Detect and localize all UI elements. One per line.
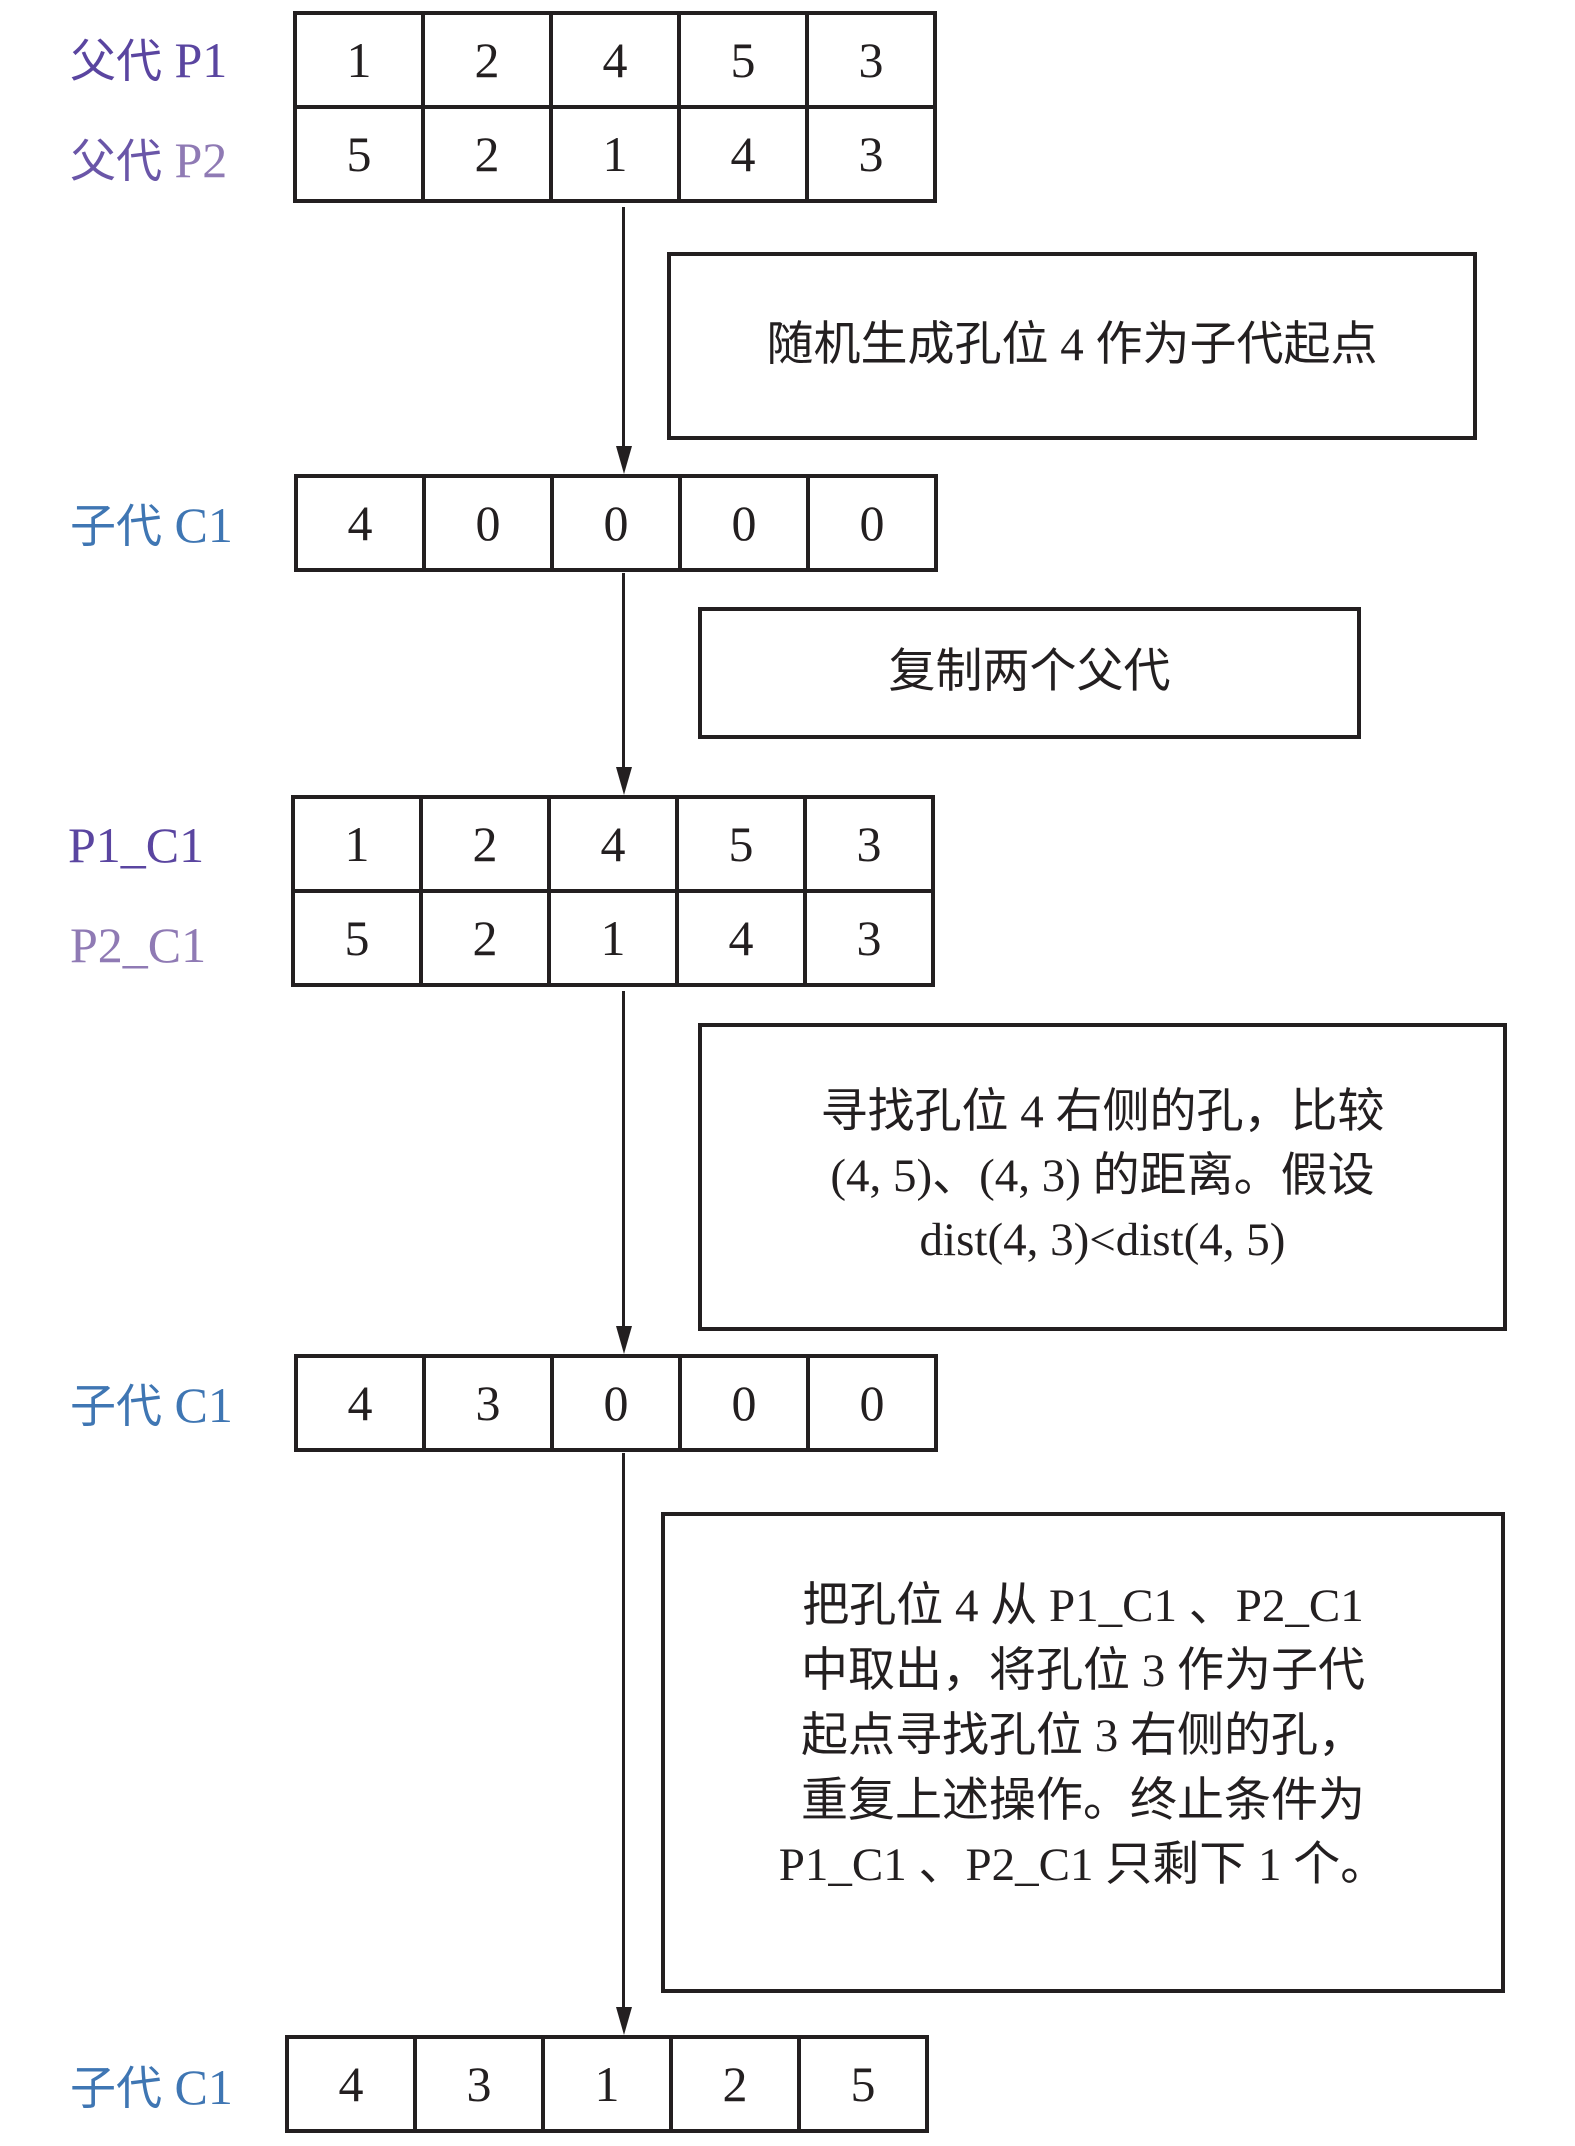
parent-table: 1 2 4 5 3 5 2 1 4 3 [293,11,937,203]
arrow-down-icon [616,446,632,474]
cell: 0 [678,1354,810,1452]
step1-child-label-cjk: 子代 [70,499,162,553]
cell: 0 [550,474,682,572]
cell: 3 [422,1354,554,1452]
step1-child-label: 子代 C1 [70,500,233,550]
arrow-down-icon [616,1326,632,1354]
cell: 1 [293,11,425,109]
cell: 3 [413,2035,545,2133]
parent-p1-label-code: P1 [174,32,228,88]
step3-child-table: 4 3 0 0 0 [294,1354,938,1452]
step4-note-text: 把孔位 4 从 P1_C1 、P2_C1 中取出，将孔位 3 作为子代 起点寻找… [778,1580,1388,1892]
final-child-table: 4 3 1 2 5 [285,2035,929,2133]
final-child-label-code: C1 [174,2059,233,2115]
copies-table: 1 2 4 5 3 5 2 1 4 3 [291,795,935,987]
step1-note-box: 随机生成孔位 4 作为子代起点 [667,252,1477,440]
p1c1-label: P1_C1 [68,817,205,873]
cell: 3 [803,795,935,893]
step4-note-box: 把孔位 4 从 P1_C1 、P2_C1 中取出，将孔位 3 作为子代 起点寻找… [661,1512,1505,1993]
p2c1-row: 5 2 1 4 3 [291,889,935,987]
cell: 2 [421,11,553,109]
cell: 2 [419,889,551,987]
step3-child-label-cjk: 子代 [70,1379,162,1433]
step3-note-box: 寻找孔位 4 右侧的孔，比较 (4, 5)、(4, 3) 的距离。假设 dist… [698,1023,1507,1331]
p2c1-label: P2_C1 [70,917,207,973]
cell: 1 [541,2035,673,2133]
step1-child-table: 4 0 0 0 0 [294,474,938,572]
cell: 5 [675,795,807,893]
connector-line-2 [622,573,625,769]
cell: 4 [675,889,807,987]
step3-child-label-code: C1 [174,1377,233,1433]
parent-p2-row: 5 2 1 4 3 [293,105,937,203]
step2-note-text: 复制两个父代 [888,646,1171,699]
cell: 1 [549,105,681,203]
cell: 3 [803,889,935,987]
cell: 1 [291,795,423,893]
cell: 0 [678,474,810,572]
cell: 5 [293,105,425,203]
final-child-row: 4 3 1 2 5 [285,2035,929,2133]
parent-p2-label-code: P2 [174,132,228,188]
step3-child-row: 4 3 0 0 0 [294,1354,938,1452]
cell: 3 [805,105,937,203]
cell: 4 [285,2035,417,2133]
step2-note-box: 复制两个父代 [698,607,1361,739]
connector-line-4 [622,1453,625,2008]
step3-child-label: 子代 C1 [70,1380,233,1430]
cell: 1 [547,889,679,987]
cell: 2 [421,105,553,203]
step3-note-text: 寻找孔位 4 右侧的孔，比较 (4, 5)、(4, 3) 的距离。假设 dist… [820,1086,1385,1266]
cell: 2 [669,2035,801,2133]
cell: 0 [422,474,554,572]
final-child-label-cjk: 子代 [70,2061,162,2115]
connector-line-1 [622,207,625,449]
connector-line-3 [622,991,625,1328]
cell: 4 [294,1354,426,1452]
cell: 4 [677,105,809,203]
arrow-down-icon [616,2007,632,2035]
final-child-label: 子代 C1 [70,2062,233,2112]
step1-child-label-code: C1 [174,497,233,553]
parent-p1-label-cjk: 父代 [70,34,162,88]
parent-p1-label: 父代 P1 [70,35,227,85]
cell: 3 [805,11,937,109]
cell: 2 [419,795,551,893]
cell: 4 [549,11,681,109]
cell: 5 [677,11,809,109]
cell: 0 [550,1354,682,1452]
cell: 0 [806,1354,938,1452]
parent-p2-label: 父代 P2 [70,135,227,185]
arrow-down-icon [616,767,632,795]
parent-p2-label-cjk: 父代 [70,134,162,188]
cell: 5 [291,889,423,987]
step1-note-text: 随机生成孔位 4 作为子代起点 [766,319,1378,372]
step1-child-row: 4 0 0 0 0 [294,474,938,572]
cell: 5 [797,2035,929,2133]
cell: 4 [547,795,679,893]
parent-p1-row: 1 2 4 5 3 [293,11,937,109]
p1c1-row: 1 2 4 5 3 [291,795,935,893]
cell: 0 [806,474,938,572]
cell: 4 [294,474,426,572]
